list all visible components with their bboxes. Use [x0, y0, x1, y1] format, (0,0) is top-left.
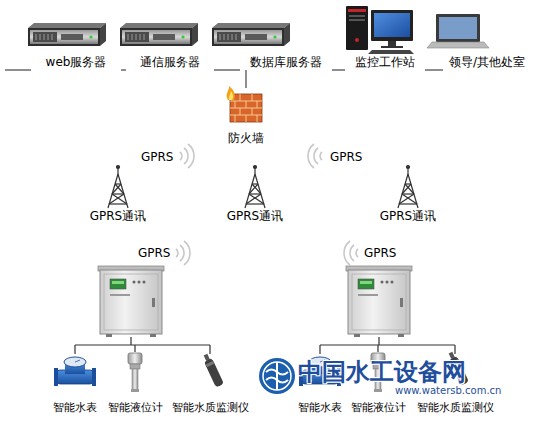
signal-label: GPRS: [364, 246, 397, 260]
rtu-cabinet: [98, 266, 164, 337]
server-icon: [212, 23, 290, 46]
server-icon: [28, 23, 106, 46]
bus-line: [332, 69, 345, 70]
sensor-node: 智能水质监测仪: [168, 398, 253, 415]
firewall-node: 防火墙: [218, 88, 274, 146]
node-label: 领导/其他处室: [449, 55, 525, 69]
node-label: 智能水质监测仪: [417, 401, 494, 414]
server-icon: [120, 23, 198, 46]
watermark-url: www.watersb.com.cn: [395, 385, 501, 397]
radio-waves: [344, 241, 358, 265]
workstation-node: 监控工作站: [345, 50, 425, 70]
sensor-node: 智能液位计: [347, 398, 410, 415]
node-label: GPRS通讯: [227, 209, 284, 223]
office-node: 领导/其他处室: [443, 50, 531, 70]
bus-line: [214, 69, 240, 70]
sensor-node: 智能水表: [49, 398, 101, 415]
node-label: GPRS通讯: [380, 209, 437, 223]
laptop-icon: [427, 14, 489, 48]
bus-line: [5, 69, 31, 70]
node-label: 防火墙: [228, 131, 264, 145]
sensor-wiring: [320, 337, 455, 354]
radio-waves: [308, 144, 322, 168]
node-label: 智能液位计: [108, 401, 163, 414]
tower-icon: [245, 166, 265, 209]
sensor-node: 智能水质监测仪: [413, 398, 498, 415]
water-meter-icon: [54, 357, 96, 386]
watermark-text: 中国水工设备网: [298, 358, 466, 387]
sensor-node: 智能水表: [294, 398, 346, 415]
network-link: [245, 70, 246, 88]
node-label: 数据库服务器: [250, 55, 322, 69]
radio-waves: [176, 241, 190, 265]
server-node: web服务器: [31, 50, 121, 70]
node-label: 监控工作站: [355, 55, 415, 69]
radio-waves: [180, 144, 194, 168]
sensor-node: 智能液位计: [104, 398, 167, 415]
gprs-tower-node: GPRS通讯: [376, 166, 441, 224]
node-label: 智能液位计: [351, 401, 406, 414]
quality-probe-icon: [202, 353, 224, 387]
tower-icon: [108, 166, 128, 209]
node-label: 智能水质监测仪: [172, 401, 249, 414]
signal-label: GPRS: [330, 150, 363, 164]
node-label: 智能水表: [53, 401, 97, 414]
server-node: 通信服务器: [126, 50, 214, 70]
node-label: GPRS通讯: [90, 209, 147, 223]
tower-icon: [398, 166, 418, 209]
node-label: 智能水表: [298, 401, 342, 414]
bus-line: [425, 69, 443, 70]
bus-line: [121, 69, 126, 70]
firewall-icon: [227, 86, 262, 122]
watermark-logo: [259, 358, 295, 394]
signal-label: GPRS: [141, 150, 174, 164]
rtu-cabinet: [346, 266, 412, 337]
gprs-tower-node: GPRS通讯: [86, 166, 151, 224]
gprs-tower-node: GPRS通讯: [223, 166, 288, 224]
level-meter-icon: [128, 353, 142, 392]
sensor-wiring: [75, 337, 210, 354]
node-label: 通信服务器: [140, 55, 200, 69]
workstation-icon: [346, 6, 414, 54]
signal-label: GPRS: [138, 246, 171, 260]
server-node: 数据库服务器: [240, 50, 332, 70]
node-label: web服务器: [46, 55, 107, 69]
